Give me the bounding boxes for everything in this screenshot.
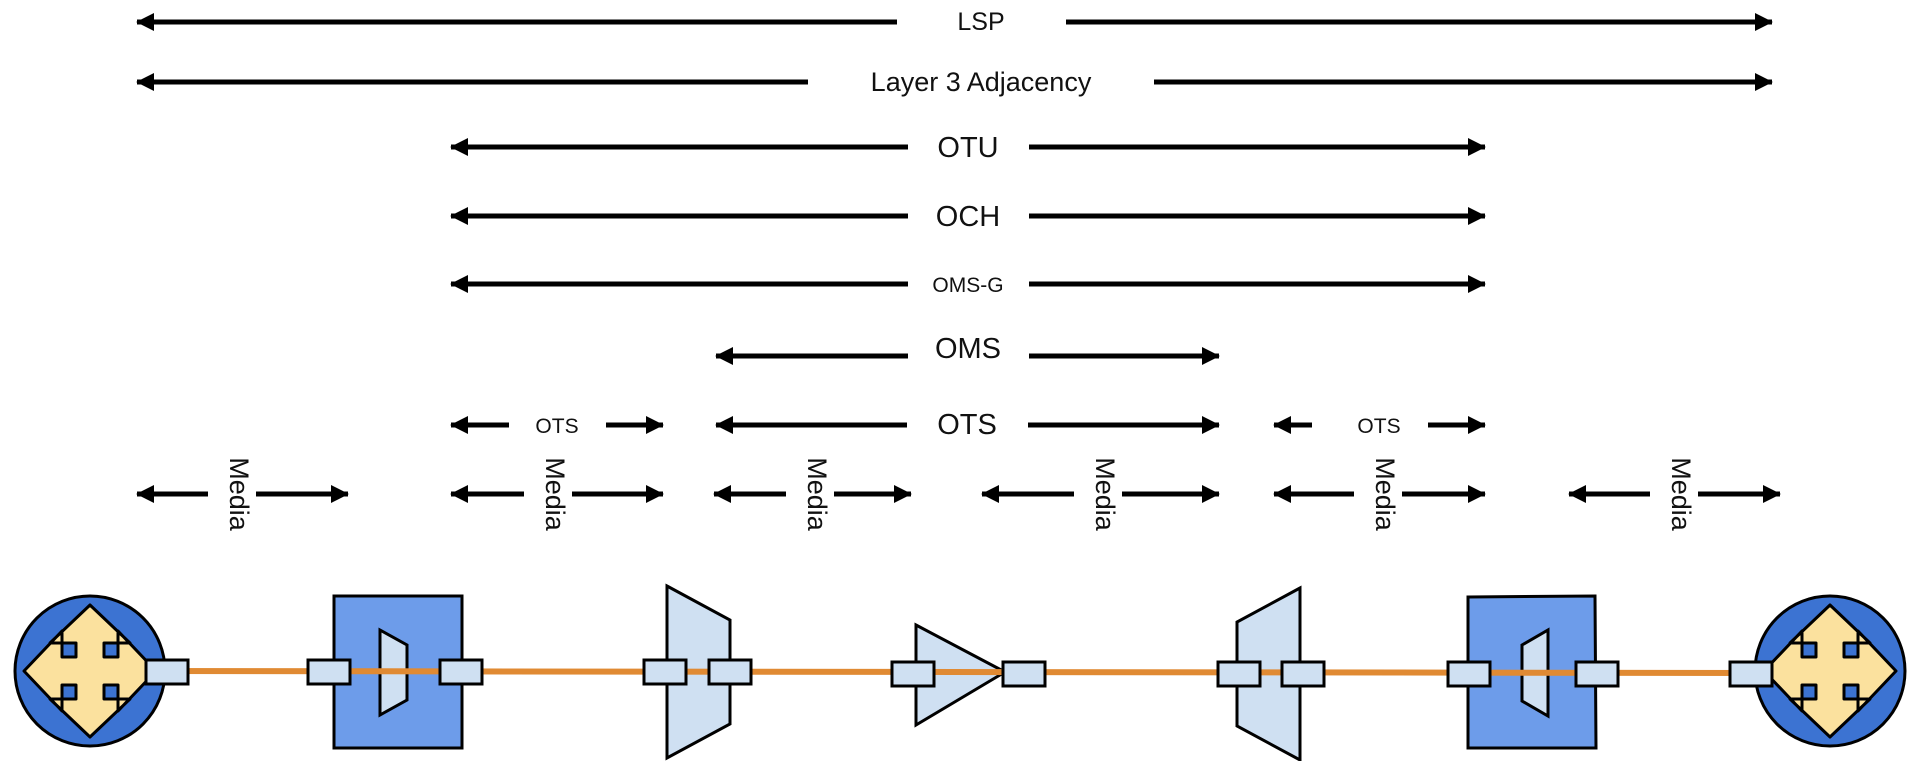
media-span-6: Media [1568, 457, 1781, 532]
port-mux-left-in [642, 658, 688, 686]
ots-mid-label: OTS [937, 409, 997, 441]
och-label: OCH [936, 201, 1000, 233]
media-span-5: Media [1273, 457, 1486, 532]
port-transponder-left-in [306, 658, 352, 686]
media-span-4: Media [981, 457, 1220, 532]
port-transponder-right-in [1446, 660, 1492, 688]
fiber-link [149, 668, 1761, 676]
media-span-1: Media [136, 457, 349, 532]
port-router-right [1728, 660, 1774, 688]
layer3-adjacency-span: Layer 3 Adjacency [136, 67, 1773, 97]
port-amplifier-out [1001, 660, 1047, 688]
ports [144, 658, 1774, 688]
media-2-label: Media [540, 457, 570, 532]
media-4-label: Media [1090, 457, 1120, 532]
port-router-left [144, 658, 190, 686]
media-3-label: Media [802, 457, 832, 532]
router-icon [22, 603, 158, 739]
ots-right-label: OTS [1357, 415, 1400, 438]
otu-label: OTU [937, 132, 998, 164]
router-icon [1762, 603, 1898, 739]
ots-span-middle: OTS [715, 409, 1220, 441]
lsp-label: LSP [957, 8, 1004, 36]
port-transponder-left-out [438, 658, 484, 686]
ots-span-right: OTS [1273, 415, 1486, 438]
layer3-label: Layer 3 Adjacency [871, 67, 1092, 97]
omsg-label: OMS-G [932, 274, 1003, 297]
otu-span: OTU [450, 132, 1486, 164]
router-right [1753, 594, 1907, 748]
port-mux-right-in [1216, 660, 1262, 688]
och-span: OCH [450, 201, 1486, 233]
port-amplifier-in [890, 660, 936, 688]
port-mux-right-out [1280, 660, 1326, 688]
port-mux-left-out [707, 658, 753, 686]
media-6-label: Media [1666, 457, 1696, 532]
lsp-span: LSP [136, 8, 1773, 36]
media-5-label: Media [1370, 457, 1400, 532]
ots-span-left: OTS [450, 415, 664, 438]
media-span-2: Media [450, 457, 664, 532]
oms-g-span: OMS-G [450, 274, 1486, 297]
oms-span: OMS [715, 333, 1220, 365]
oms-label: OMS [935, 333, 1001, 365]
media-span-3: Media [713, 457, 912, 532]
router-left [13, 594, 167, 748]
port-transponder-right-out [1574, 660, 1620, 688]
ots-left-label: OTS [535, 415, 578, 438]
media-1-label: Media [224, 457, 254, 532]
